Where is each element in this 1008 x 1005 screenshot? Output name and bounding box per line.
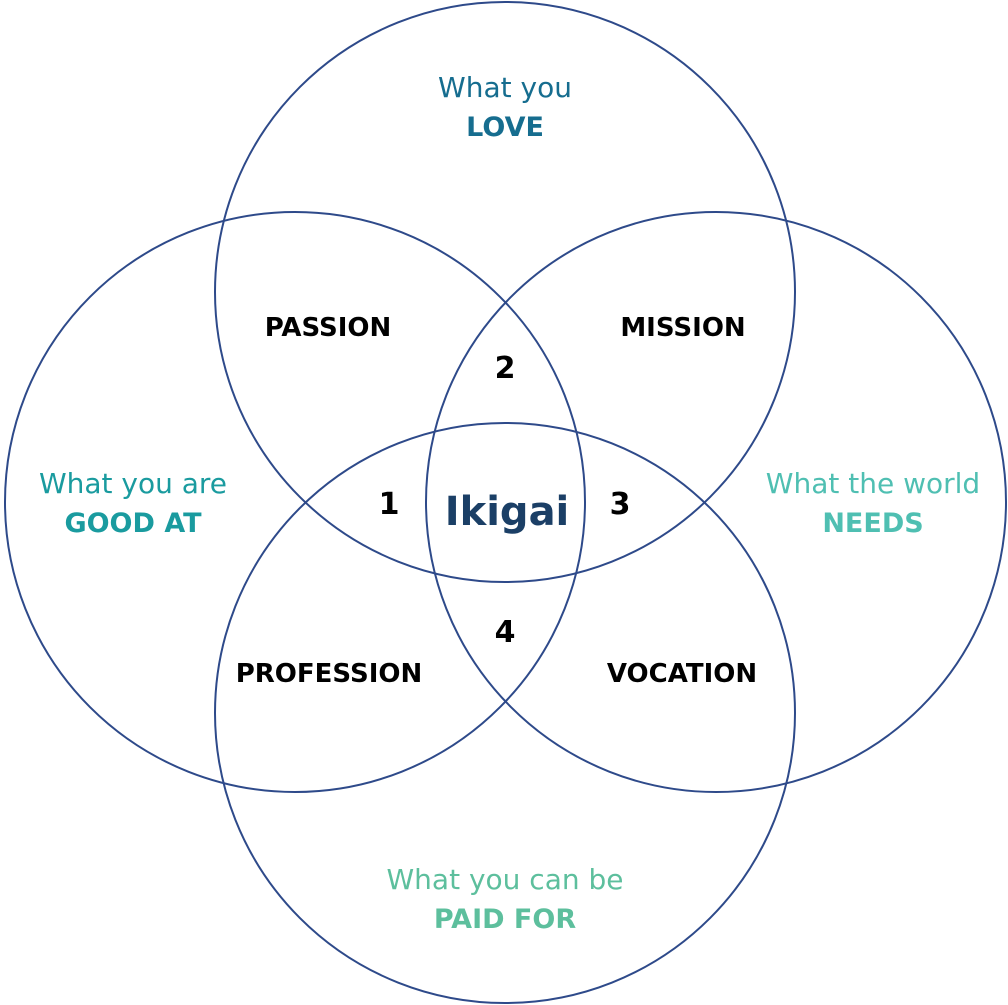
label-love: What you LOVE — [438, 71, 572, 143]
label-love-line1: What you — [438, 71, 572, 104]
center-ikigai-label: Ikigai — [445, 489, 570, 535]
region-number-2: 2 — [495, 351, 516, 386]
region-number-4: 4 — [495, 615, 516, 650]
circle-love — [214, 1, 796, 583]
region-passion: PASSION — [265, 313, 392, 343]
region-profession: PROFESSION — [236, 659, 423, 689]
label-good-at-line2: GOOD AT — [64, 508, 202, 539]
circle-needs — [425, 211, 1007, 793]
label-paid-for: What you can be PAID FOR — [386, 863, 623, 935]
circle-paid-for — [214, 422, 796, 1004]
label-paid-for-line1: What you can be — [386, 863, 623, 896]
label-good-at-line1: What you are — [39, 467, 227, 500]
label-paid-for-line2: PAID FOR — [434, 904, 576, 935]
label-good-at: What you are GOOD AT — [39, 467, 227, 539]
region-number-3: 3 — [610, 487, 631, 522]
label-love-line2: LOVE — [466, 112, 544, 143]
label-needs-line1: What the world — [766, 467, 980, 500]
region-number-1: 1 — [379, 487, 400, 522]
label-needs: What the world NEEDS — [766, 467, 980, 539]
circle-good-at — [4, 211, 586, 793]
region-vocation: VOCATION — [607, 659, 757, 689]
region-mission: MISSION — [620, 313, 745, 343]
label-needs-line2: NEEDS — [822, 508, 923, 539]
